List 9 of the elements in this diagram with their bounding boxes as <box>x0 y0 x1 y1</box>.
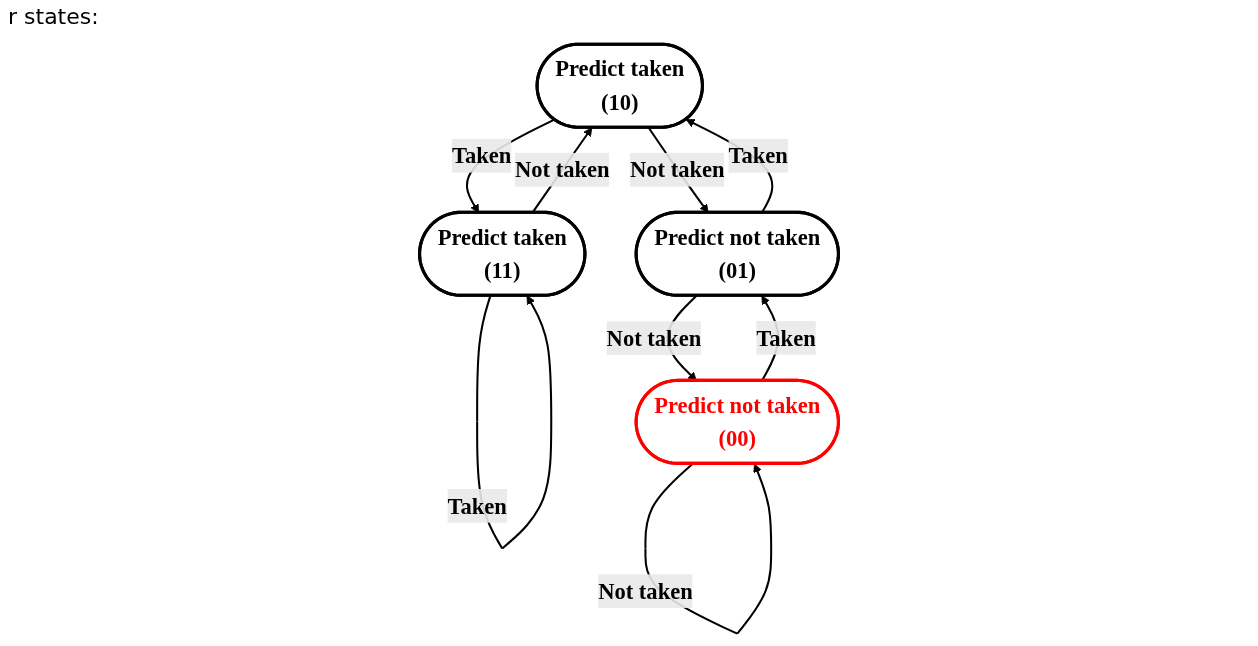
edge-label: Not taken <box>630 156 725 183</box>
edge-label: Taken <box>728 142 788 169</box>
note-text: r states: <box>8 4 99 29</box>
edge-label: Taken <box>447 493 507 519</box>
edge-label: Taken <box>451 142 512 169</box>
edge-label: Not taken <box>598 578 693 604</box>
edge-label: Not taken <box>514 156 610 183</box>
edge-label: Taken <box>756 325 816 351</box>
edge-label: Not taken <box>606 325 702 351</box>
